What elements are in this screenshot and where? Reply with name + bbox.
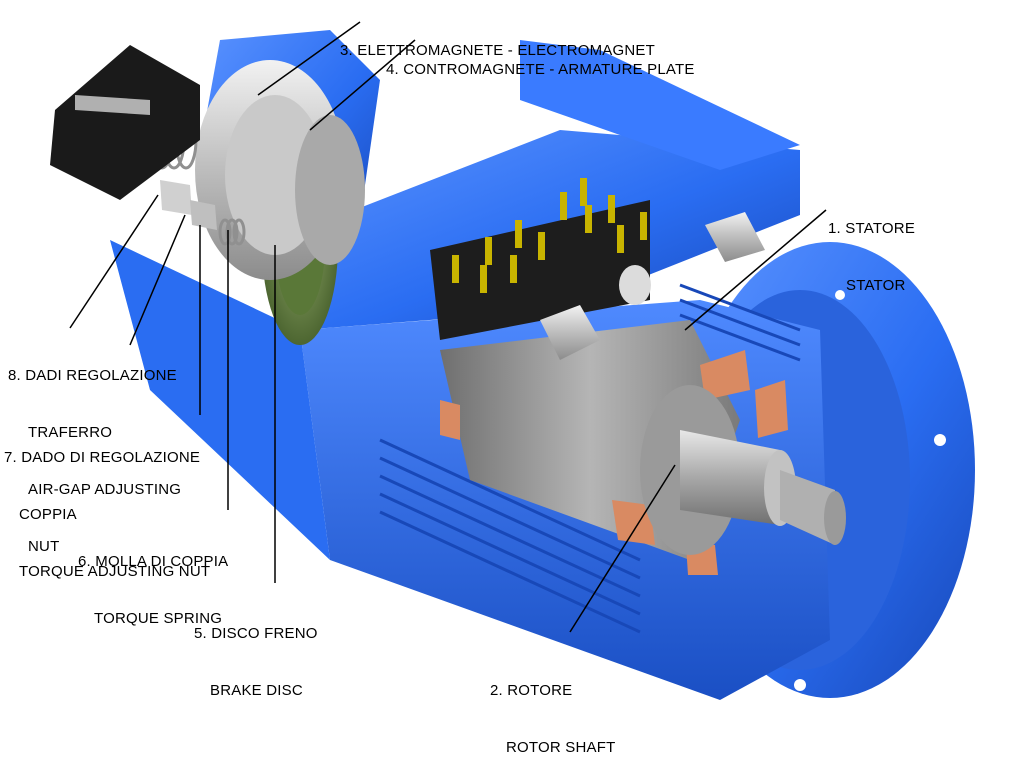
label-rotor-line2: ROTOR SHAFT: [506, 739, 616, 756]
label-airgap-line4: NUT: [28, 538, 60, 555]
label-airgap-line1: 8. DADI REGOLAZIONE: [8, 367, 177, 384]
label-torque-nut-line1: 7. DADO DI REGOLAZIONE: [4, 449, 201, 466]
label-spring-line2: TORQUE SPRING: [94, 610, 223, 627]
label-stator-line2: STATOR: [846, 277, 906, 294]
flange-bolt-hole: [794, 679, 806, 691]
terminal-box: [290, 40, 800, 360]
stator-winding: [612, 500, 655, 545]
cable-gland: [540, 305, 600, 360]
armature-plate-part: [295, 115, 365, 265]
flange-bolt-hole: [934, 434, 946, 446]
stator-winding: [755, 380, 788, 438]
label-torque-nut: 7. DADO DI REGOLAZIONE COPPIA TORQUE ADJ…: [4, 410, 210, 619]
adjusting-nuts: [160, 180, 217, 230]
label-stator-line1: 1. STATORE: [828, 220, 916, 237]
terminal-pins: [452, 178, 647, 293]
label-armature-plate-line1: 4. CONTROMAGNETE - ARMATURE PLATE: [386, 61, 695, 78]
cable-gland: [705, 212, 765, 262]
label-rotor: 2. ROTORE ROTOR SHAFT: [490, 643, 615, 768]
leader-lines: [69, 21, 827, 633]
terminal-block: [430, 200, 650, 340]
splined-shaft-end: [780, 470, 835, 545]
label-stator: 1. STATORE STATOR: [828, 181, 915, 333]
flange-bolt-hole: [835, 290, 845, 300]
label-rotor-line1: 2. ROTORE: [490, 682, 573, 699]
stator-winding: [440, 400, 460, 440]
cooling-fins: [379, 283, 801, 634]
label-torque-nut-line3: TORQUE ADJUSTING NUT: [19, 563, 211, 580]
label-electromagnet-line1: 3. ELETTROMAGNETE - ELECTROMAGNET: [340, 42, 655, 59]
label-brake-disc: 5. DISCO FRENO BRAKE DISC: [194, 586, 318, 738]
release-lever-knob: [50, 45, 200, 200]
rotor-shaft: [640, 385, 846, 555]
label-torque-nut-line2: COPPIA: [19, 506, 77, 523]
stator-winding: [700, 350, 750, 400]
label-airgap-line2: TRAFERRO: [28, 424, 113, 441]
label-electromagnet: 3. ELETTROMAGNETE - ELECTROMAGNET: [340, 3, 655, 98]
label-airgap-nuts: 8. DADI REGOLAZIONE TRAFERRO AIR-GAP ADJ…: [8, 328, 181, 594]
label-brake-disc-line1: 5. DISCO FRENO: [194, 625, 318, 642]
label-armature-plate: 4. CONTROMAGNETE - ARMATURE PLATE: [386, 22, 695, 117]
label-torque-spring: 6. MOLLA DI COPPIA TORQUE SPRING: [78, 514, 228, 666]
label-brake-disc-line2: BRAKE DISC: [210, 682, 303, 699]
label-airgap-line3: AIR-GAP ADJUSTING: [28, 481, 182, 498]
cable-gland: [619, 265, 651, 305]
label-spring-line1: 6. MOLLA DI COPPIA: [78, 553, 229, 570]
